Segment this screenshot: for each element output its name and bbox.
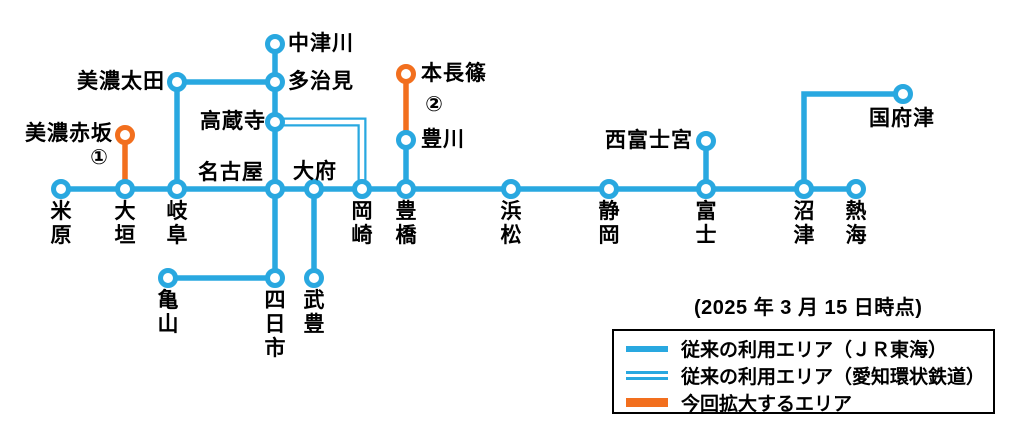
station-marker-honnagashino [396, 64, 416, 84]
station-marker-obu [304, 179, 324, 199]
station-marker-tajimi [265, 72, 285, 92]
station-label-honnagashino: 本長篠 [421, 62, 487, 85]
station-label-atami: 熱海 [845, 200, 867, 247]
station-label-gifu: 岐阜 [166, 200, 188, 247]
station-marker-kozu [893, 84, 913, 104]
station-label-numazu: 沼津 [793, 200, 815, 247]
station-label-ogaki: 大垣 [114, 200, 136, 247]
station-label-hamamatsu: 浜松 [500, 200, 522, 247]
station-marker-numazu [794, 179, 814, 199]
station-label-mino-ota: 美濃太田 [77, 70, 165, 93]
legend-label-aichi-loop: 従来の利用エリア（愛知環状鉄道） [681, 367, 986, 388]
station-label-obu: 大府 [293, 160, 337, 183]
station-marker-ogaki [115, 179, 135, 199]
station-marker-nagoya [265, 179, 285, 199]
station-marker-kameyama [158, 268, 178, 288]
station-marker-shizuoka [599, 179, 619, 199]
aichi-loop-line-swatch-icon [626, 371, 668, 380]
station-label-taketoyo: 武豊 [303, 289, 325, 336]
station-marker-yokkaichi [265, 268, 285, 288]
station-marker-atami [846, 179, 866, 199]
station-label-mino-akasaka: 美濃赤坂 [25, 122, 113, 145]
circled-number-badge-note-1: ① [90, 146, 108, 169]
station-marker-kozoji [265, 112, 285, 132]
station-marker-hamamatsu [501, 179, 521, 199]
station-label-kozoji: 高蔵寺 [200, 110, 266, 133]
station-marker-maibara [51, 179, 71, 199]
as-of-date-note: (2025 年 3 月 15 日時点) [694, 297, 923, 319]
station-marker-mino-ota [167, 72, 187, 92]
station-label-toyohashi: 豊橋 [395, 200, 417, 247]
legend-label-jr: 従来の利用エリア（ＪＲ東海） [681, 340, 948, 361]
station-marker-mino-akasaka [115, 125, 135, 145]
station-marker-nishi-fujinomiya [696, 131, 716, 151]
station-label-shizuoka: 静岡 [598, 200, 620, 247]
station-marker-okazaki [352, 179, 372, 199]
legend-box: 従来の利用エリア（ＪＲ東海） 従来の利用エリア（愛知環状鉄道） 今回拡大するエリ… [612, 329, 995, 416]
legend-label-expanded-area: 今回拡大するエリア [681, 394, 853, 415]
station-label-tajimi: 多治見 [288, 70, 354, 93]
station-marker-toyohashi [396, 179, 416, 199]
line-numazu-kozu [801, 91, 903, 189]
station-marker-fuji [696, 179, 716, 199]
expanded-area-swatch-icon [626, 398, 668, 407]
legend-row-expanded-area: 今回拡大するエリア [626, 389, 983, 416]
station-label-kameyama: 亀山 [157, 289, 179, 336]
station-label-toyokawa: 豊川 [421, 128, 465, 151]
jr-line-swatch-icon [626, 345, 668, 352]
station-label-maibara: 米原 [50, 200, 72, 247]
station-marker-toyokawa [396, 130, 416, 150]
station-label-yokkaichi: 四日市 [264, 289, 286, 360]
legend-row-aichi-loop: 従来の利用エリア（愛知環状鉄道） [626, 362, 986, 389]
station-label-fuji: 富士 [695, 200, 717, 247]
station-label-nakatsugawa: 中津川 [288, 32, 354, 55]
station-marker-gifu [167, 179, 187, 199]
line-kozoji-okazaki-aichi-loop-inner [275, 119, 365, 189]
legend-row-jr: 従来の利用エリア（ＪＲ東海） [626, 335, 983, 362]
station-marker-nakatsugawa [265, 34, 285, 54]
station-marker-taketoyo [304, 268, 324, 288]
station-label-nagoya: 名古屋 [198, 161, 264, 184]
station-label-kozu: 国府津 [869, 107, 935, 130]
circled-number-badge-note-2: ② [425, 93, 443, 116]
station-label-nishi-fujinomiya: 西富士宮 [605, 129, 693, 152]
station-label-okazaki: 岡崎 [351, 200, 373, 247]
